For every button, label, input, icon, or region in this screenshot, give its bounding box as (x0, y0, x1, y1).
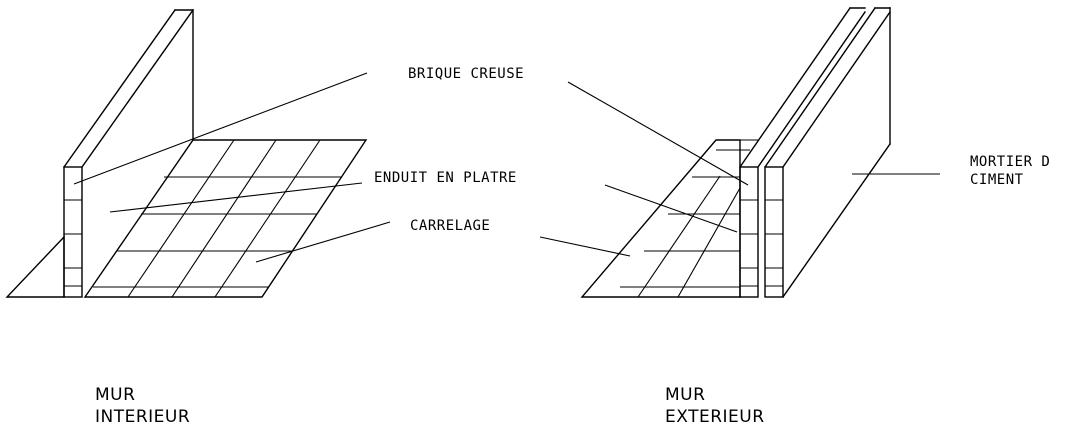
label-enduit-en-platre: ENDUIT EN PLATRE (374, 170, 517, 186)
captions: MUR INTERIEUR MUR EXTERIEUR (95, 385, 765, 427)
exterior-tile-grid (580, 139, 758, 298)
label-mortier-line2: CIMENT (970, 172, 1024, 188)
labels: BRIQUE CREUSE ENDUIT EN PLATRE CARRELAGE… (374, 66, 1050, 234)
leader-carrelage-right (539, 236, 631, 257)
caption-exterior-line1: MUR (665, 385, 705, 405)
exterior-wall-slabs (739, 7, 891, 298)
leader-enduit-right (604, 184, 738, 233)
interior-wall-slab (63, 9, 194, 168)
caption-exterior-line2: EXTERIEUR (665, 407, 765, 427)
exterior-brick-columns (739, 166, 784, 298)
interior-brick-column (63, 166, 83, 298)
caption-interior-line2: INTERIEUR (95, 407, 190, 427)
interior-ground-plane (5, 235, 65, 298)
interior-wall-drawing (5, 9, 368, 298)
exterior-wall-drawing (580, 7, 891, 298)
leader-brique-creuse-left (73, 72, 368, 185)
interior-tile-grid (83, 139, 368, 298)
label-brique-creuse: BRIQUE CREUSE (408, 66, 524, 82)
label-carrelage: CARRELAGE (410, 218, 490, 234)
leader-lines (73, 72, 940, 263)
leader-enduit-left (109, 182, 363, 213)
leader-brique-creuse-right (567, 81, 749, 186)
caption-interior-line1: MUR (95, 385, 135, 405)
leader-carrelage-left (255, 221, 391, 263)
label-mortier-line1: MORTIER D (970, 154, 1050, 170)
